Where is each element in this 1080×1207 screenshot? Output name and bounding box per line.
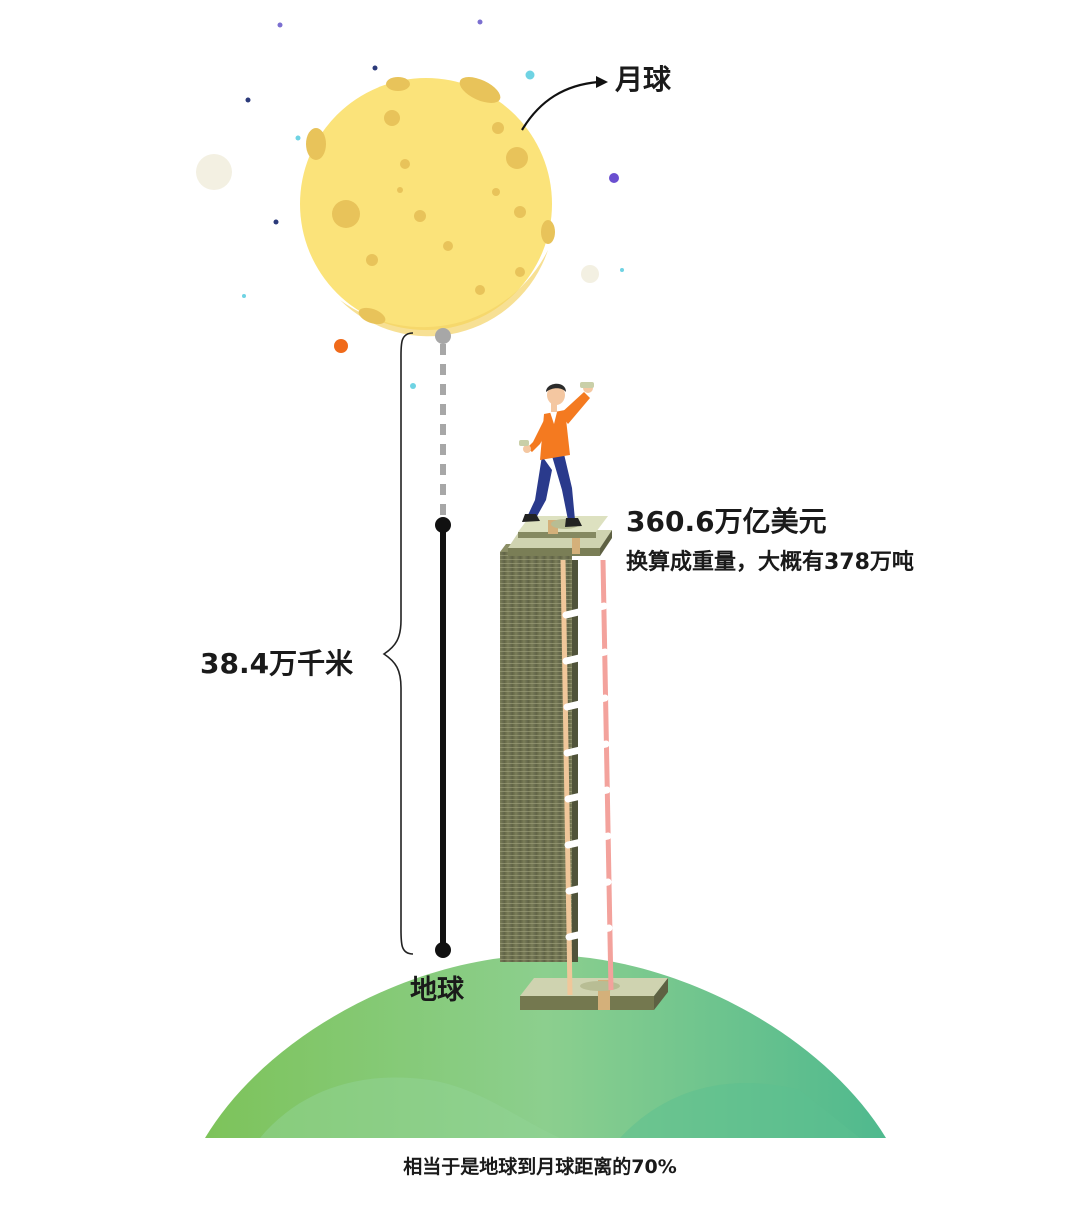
star-dots bbox=[196, 19, 624, 389]
moon-illustration bbox=[300, 77, 555, 337]
star-dot-icon bbox=[410, 383, 416, 389]
distance-brace bbox=[382, 332, 414, 955]
star-dot-icon bbox=[295, 135, 301, 141]
earth-label: 地球 bbox=[410, 975, 464, 1006]
ladder-icon bbox=[560, 559, 614, 996]
star-dot-icon bbox=[242, 294, 246, 298]
star-dot-icon bbox=[525, 70, 535, 80]
star-dot-icon bbox=[609, 173, 619, 183]
star-dot-icon bbox=[372, 65, 378, 71]
star-dot-icon bbox=[334, 339, 348, 353]
money-stack-icon bbox=[500, 516, 668, 1010]
star-dot-icon bbox=[196, 154, 232, 190]
star-dot-icon bbox=[277, 22, 283, 28]
star-dot-icon bbox=[620, 268, 624, 272]
earth-illustration bbox=[205, 955, 886, 1138]
star-dot-icon bbox=[477, 19, 483, 25]
money-amount-label: 360.6万亿美元 bbox=[626, 505, 827, 538]
star-dot-icon bbox=[245, 97, 251, 103]
man-figure-icon bbox=[519, 382, 594, 527]
star-dot-icon bbox=[581, 265, 599, 283]
weight-note-label: 换算成重量，大概有378万吨 bbox=[626, 550, 914, 575]
moon-label: 月球 bbox=[615, 63, 672, 96]
curved-arrow-icon bbox=[521, 76, 608, 131]
caption: 相当于是地球到月球距离的70% bbox=[403, 1156, 677, 1178]
distance-line bbox=[435, 328, 451, 958]
star-dot-icon bbox=[273, 219, 279, 225]
distance-label: 38.4万千米 bbox=[200, 647, 354, 680]
